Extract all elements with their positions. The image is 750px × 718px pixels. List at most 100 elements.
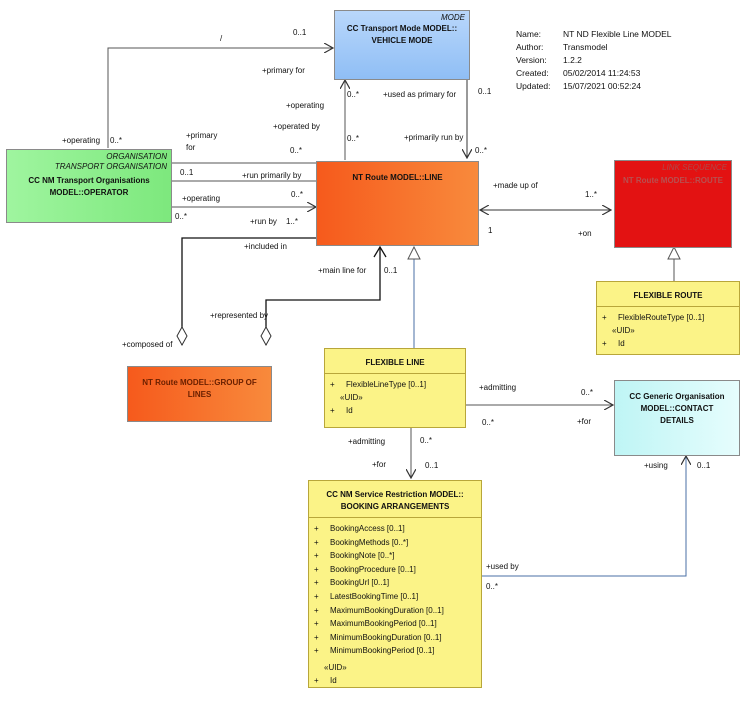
multiplicity-label: 1	[488, 226, 493, 235]
role-label: +operating	[62, 136, 101, 145]
class-flexible-route[interactable]: FLEXIBLE ROUTE +FlexibleRouteType [0..1]…	[596, 281, 740, 355]
multiplicity-label: 1..*	[286, 217, 299, 226]
attribute-text: BookingNote [0..*]	[330, 551, 395, 561]
attribute-text: Id	[346, 405, 353, 415]
role-label: +operating	[286, 101, 325, 110]
role-label: +operated by	[273, 122, 320, 131]
multiplicity-label: 1..*	[585, 190, 598, 199]
visibility: +	[314, 619, 319, 629]
connector-booking-contact	[482, 456, 686, 577]
visibility: +	[314, 632, 319, 642]
class-vehicle-mode[interactable]: MODE CC Transport Mode MODEL:: VEHICLE M…	[334, 10, 470, 80]
class-title: MODEL::OPERATOR	[49, 188, 129, 197]
role-label: +main line for	[318, 266, 367, 275]
meta-version: 1.2.2	[563, 55, 582, 65]
visibility: +	[602, 338, 607, 348]
role-label: +included in	[244, 242, 287, 251]
role-label: +for	[372, 460, 387, 469]
class-title: FLEXIBLE ROUTE	[633, 291, 703, 300]
visibility: +	[314, 675, 319, 685]
meta-key: Version:	[516, 55, 547, 65]
attribute-row: + BookingUrl [0..1]	[314, 576, 476, 590]
multiplicity-label: 0..1	[425, 461, 439, 470]
attribute-row: +BookingProcedure [0..1]	[314, 563, 476, 577]
connector-operator-vehicle-mode	[107, 48, 333, 148]
visibility: +	[314, 605, 319, 615]
multiplicity-label: 0..1	[697, 461, 711, 470]
attribute-row: +FlexibleLineType [0..1]	[330, 378, 460, 392]
multiplicity-label: 0..1	[478, 87, 492, 96]
attribute-row: +MinimumBookingPeriod [0..1]	[314, 644, 476, 658]
role-label: +primary for	[262, 66, 305, 75]
class-title: MODEL::CONTACT	[640, 404, 714, 413]
attribute-text: MinimumBookingDuration [0..1]	[330, 632, 442, 642]
attribute-row: +LatestBookingTime [0..1]	[314, 590, 476, 604]
attribute-section: +FlexibleLineType [0..1] «UID» +Id	[325, 373, 465, 419]
class-operator[interactable]: ORGANISATION TRANSPORT ORGANISATION CC N…	[6, 149, 172, 223]
meta-version-row: Version: 1.2.2	[516, 54, 672, 67]
attribute-text: BookingProcedure [0..1]	[330, 564, 416, 574]
attribute-row: + MaximumBookingDuration [0..1]	[314, 604, 476, 618]
attribute-row: +FlexibleRouteType [0..1]	[602, 311, 734, 325]
attribute-row: + MinimumBookingDuration [0..1]	[314, 631, 476, 645]
role-label: for	[186, 143, 196, 152]
attribute-text: MinimumBookingPeriod [0..1]	[330, 646, 435, 656]
meta-key: Updated:	[516, 81, 551, 91]
class-title: DETAILS	[660, 416, 694, 425]
attribute-text: MaximumBookingPeriod [0..1]	[330, 619, 437, 629]
class-title: CC Transport Mode MODEL::	[346, 24, 458, 33]
multiplicity-label: 0..1	[180, 168, 194, 177]
visibility: +	[314, 591, 319, 601]
attribute-text: BookingUrl [0..1]	[330, 578, 390, 588]
class-title: FLEXIBLE LINE	[365, 358, 425, 367]
class-contact-details[interactable]: CC Generic Organisation MODEL::CONTACT D…	[614, 380, 740, 456]
uid-stereotype: «UID»	[340, 392, 363, 402]
class-flexible-line[interactable]: FLEXIBLE LINE +FlexibleLineType [0..1] «…	[324, 348, 466, 428]
meta-key: Created:	[516, 68, 549, 78]
class-route[interactable]: LINK SEQUENCE NT Route MODEL::ROUTE	[614, 160, 732, 248]
role-label: +primary	[186, 131, 218, 140]
role-label: +primarily run by	[404, 133, 464, 142]
multiplicity-label: 0..1	[384, 266, 398, 275]
attribute-section: +BookingAccess [0..1] +BookingMethods [0…	[309, 517, 481, 690]
attribute-text: MaximumBookingDuration [0..1]	[330, 605, 444, 615]
visibility: +	[314, 551, 319, 561]
stereotype-label: TRANSPORT ORGANISATION	[54, 162, 167, 171]
role-label: +run primarily by	[242, 171, 302, 180]
class-title: CC NM Service Restriction MODEL::	[326, 490, 464, 499]
visibility: +	[314, 524, 319, 533]
attribute-row: +BookingAccess [0..1]	[314, 522, 476, 536]
role-label: +used by	[486, 562, 519, 571]
generalization-triangle-line	[407, 245, 421, 260]
uid-stereotype: «UID»	[612, 325, 635, 335]
attribute-section: +FlexibleRouteType [0..1] «UID» +Id	[597, 306, 739, 352]
role-label: +represented by	[210, 311, 269, 320]
visibility: +	[314, 578, 319, 588]
meta-key: Author:	[516, 42, 544, 52]
meta-name-row: Name:NT ND Flexible Line MODEL	[516, 28, 672, 41]
class-title: NT Route MODEL::ROUTE	[623, 176, 723, 185]
meta-author-row: Author: Transmodel	[516, 41, 672, 54]
diagram-metadata: Name:NT ND Flexible Line MODEL Author: Tr…	[516, 28, 672, 93]
multiplicity-label: 0..*	[482, 418, 495, 427]
connector-group-composed-of	[182, 237, 316, 345]
class-booking-arrangements[interactable]: CC NM Service Restriction MODEL:: BOOKIN…	[308, 480, 482, 688]
attribute-row: +Id	[314, 674, 476, 688]
multiplicity-label: 0..*	[110, 136, 123, 145]
meta-created-row: Created:05/02/2014 11:24:53	[516, 67, 672, 80]
role-label: +admitting	[348, 437, 386, 446]
assoc-label: /	[220, 34, 223, 43]
multiplicity-label: 0..*	[347, 90, 360, 99]
class-group-of-lines[interactable]: NT Route MODEL::GROUP OF LINES	[127, 366, 272, 422]
attribute-row: +BookingMethods [0..*]	[314, 536, 476, 550]
multiplicity-label: 0..*	[290, 146, 303, 155]
uid-stereotype: «UID»	[324, 662, 347, 672]
role-label: +on	[578, 229, 592, 238]
visibility: +	[314, 537, 319, 547]
role-label: +operating	[182, 194, 221, 203]
class-line[interactable]: NT Route MODEL::LINE	[316, 161, 479, 246]
role-label: +made up of	[493, 181, 538, 190]
class-title: CC NM Transport Organisations	[28, 176, 150, 185]
meta-author: Transmodel	[563, 42, 608, 52]
